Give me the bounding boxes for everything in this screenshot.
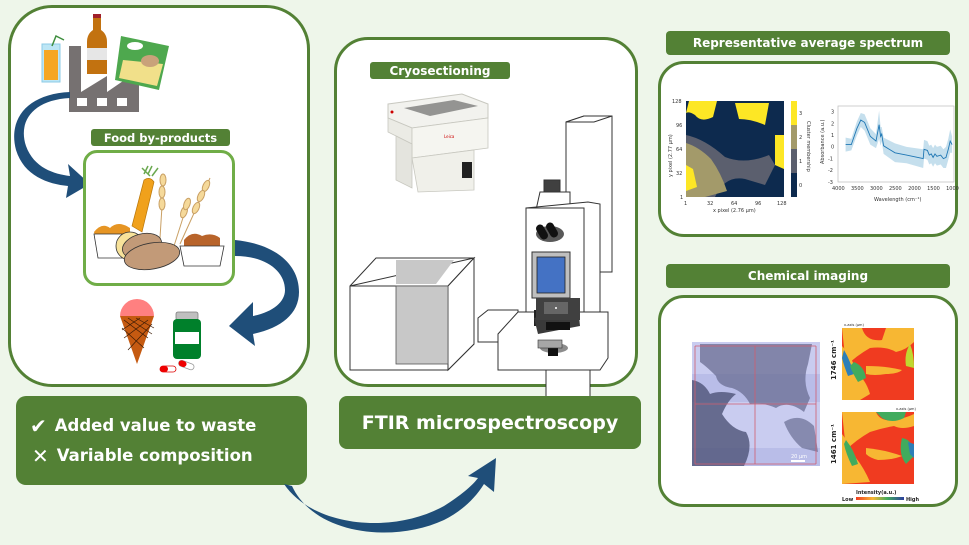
x-tick: 96 xyxy=(755,201,761,207)
x-tick: 2000 xyxy=(908,186,921,192)
bottle-icon xyxy=(87,14,107,74)
y-tick: 96 xyxy=(676,123,682,129)
food-by-products-label: Food by-products xyxy=(91,129,230,146)
x-tick: 128 xyxy=(777,201,787,207)
benefit-item: ✔ Added value to waste xyxy=(30,416,256,436)
svg-text:Leica: Leica xyxy=(444,134,455,139)
x-tick: 32 xyxy=(707,201,713,207)
by-products-illustration xyxy=(93,165,225,271)
check-icon: ✔ xyxy=(30,413,47,438)
colorbar-tick: 1 xyxy=(799,159,802,165)
supplement-jar-icon xyxy=(173,311,201,359)
scale-bar xyxy=(791,460,805,462)
x-tick: 1 xyxy=(684,201,687,207)
intensity-label: Intensity(a.u.) xyxy=(856,490,896,496)
intensity-colorbar xyxy=(856,497,904,500)
colorbar-tick: 0 xyxy=(799,183,802,189)
potato-icon xyxy=(115,231,181,271)
y-axis-label: Absorbance (a.u.) xyxy=(820,120,826,164)
y-tick: -2 xyxy=(828,168,833,174)
x-tick: 1500 xyxy=(927,186,940,192)
capsules-icon xyxy=(159,359,195,373)
y-tick: -3 xyxy=(828,180,833,186)
y-tick: 2 xyxy=(831,121,834,127)
scale-high-label: High xyxy=(906,497,919,503)
wheat-icon xyxy=(158,173,211,247)
y-tick: 1 xyxy=(680,195,683,201)
drawback-text: Variable composition xyxy=(56,446,253,465)
ice-cream-icon xyxy=(120,299,155,364)
map-axis-title: x-axis (µm) xyxy=(896,407,916,411)
colorbar-label: Cluster membership xyxy=(805,121,811,172)
ftir-microscope-icon xyxy=(349,115,613,399)
x-axis-label: Wavelength (cm⁻¹) xyxy=(874,197,921,203)
y-tick: 3 xyxy=(831,110,834,116)
y-axis-label: y pixel (2.77 µm) xyxy=(668,134,674,177)
map-axis-title: x-axis (µm) xyxy=(844,323,864,327)
colorbar-tick: 2 xyxy=(799,135,802,141)
y-tick: 32 xyxy=(676,171,682,177)
y-tick: 128 xyxy=(672,99,682,105)
micrograph-image: 20 µm xyxy=(692,342,820,466)
band-label-1461: 1461 cm⁻¹ xyxy=(830,424,838,464)
band-label-1746: 1746 cm⁻¹ xyxy=(830,340,838,380)
x-tick: 4000 xyxy=(832,186,845,192)
curved-arrow-icon xyxy=(14,92,90,198)
x-axis-label: x pixel (2.76 µm) xyxy=(713,208,756,214)
benefits-box: ✔ Added value to waste ✕ Variable compos… xyxy=(16,396,307,485)
y-tick: 64 xyxy=(676,147,682,153)
scale-low-label: Low xyxy=(842,497,854,503)
chemical-map-1461: x-axis (µm) xyxy=(842,407,916,484)
chips-bag-icon xyxy=(115,36,169,90)
cluster-map: 128 96 64 32 1 1 32 64 96 128 x pixel (2… xyxy=(668,99,811,214)
colorbar-tick: 3 xyxy=(799,111,802,117)
ftir-microspectroscopy-label: FTIR microspectroscopy xyxy=(339,396,641,449)
factory-icon xyxy=(69,46,139,112)
chemical-imaging-label: Chemical imaging xyxy=(666,264,950,288)
x-tick: 2500 xyxy=(889,186,902,192)
mean-spectrum-line xyxy=(845,119,953,160)
cross-icon: ✕ xyxy=(32,443,49,468)
scale-bar-label: 20 µm xyxy=(791,454,807,460)
chemical-maps: x-axis (µm) 1746 cm⁻¹ x-axis (µm) 1461 c… xyxy=(830,323,919,503)
curved-arrow-icon xyxy=(229,240,299,346)
benefit-text: Added value to waste xyxy=(54,416,257,435)
chemical-map-1746: x-axis (µm) xyxy=(842,323,914,400)
x-tick: 3000 xyxy=(870,186,883,192)
y-tick: 0 xyxy=(831,145,834,151)
juice-glass-icon xyxy=(41,34,65,83)
cryosectioning-label: Cryosectioning xyxy=(370,62,510,79)
std-band xyxy=(845,110,953,168)
curved-arrow-icon xyxy=(284,458,496,533)
x-tick: 1000 xyxy=(946,186,959,192)
carrot-icon xyxy=(131,165,159,233)
cryostat-icon: Leica xyxy=(387,93,489,193)
y-tick: 1 xyxy=(831,133,834,139)
representative-spectrum-label: Representative average spectrum xyxy=(666,31,950,55)
x-tick: 64 xyxy=(731,201,737,207)
y-tick: -1 xyxy=(828,156,833,162)
x-tick: 3500 xyxy=(851,186,864,192)
drawback-item: ✕ Variable composition xyxy=(30,446,253,466)
